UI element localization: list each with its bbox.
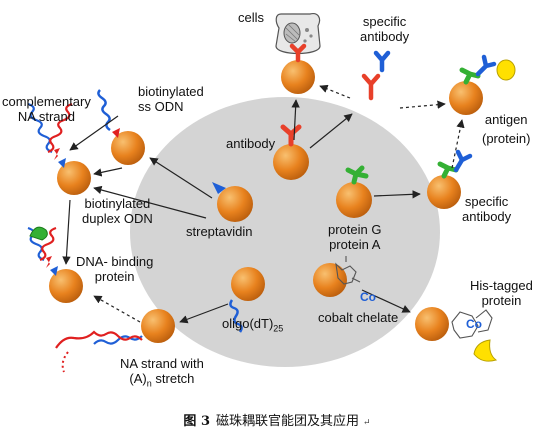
label-oligo-text: oligo(dT) (222, 316, 274, 331)
streptavidin-bead (212, 182, 253, 222)
label-na-strand-line1: NA strand with (120, 356, 204, 371)
label-antibody: antibody (226, 136, 276, 151)
his-tagged-bead (415, 307, 498, 362)
label-na-strand: NA strand with (A)n stretch (120, 356, 204, 392)
paragraph-mark: ↵ (363, 418, 371, 428)
cobalt-chelate-bead (313, 256, 361, 297)
label-complementary: complementary NA strand (2, 94, 91, 124)
figure-number: 图 3 (183, 414, 210, 429)
antigen-bead (449, 54, 516, 115)
label-biotinylated-duplex: biotinylated duplex ODN (82, 196, 153, 226)
specific-antibody-top-icon (361, 50, 391, 101)
label-specific-antibody-right-line1: specific (464, 194, 509, 209)
label-cells: cells (238, 10, 265, 25)
complementary-strand-bead (27, 102, 91, 195)
label-antigen-line1: antigen (484, 112, 528, 127)
label-his-tagged-line1: His-tagged (470, 278, 533, 293)
specific-antibody-right-bead (427, 149, 473, 209)
center-disc (130, 97, 440, 367)
label-specific-antibody-top: specific antibody (360, 14, 409, 44)
label-biotinylated-ss-line1: biotinylated (138, 84, 204, 99)
label-specific-antibody-right-line2: antibody (462, 209, 512, 224)
label-specific-antibody-top-line1: specific (362, 14, 407, 29)
label-biotinylated-ss: biotinylated ss ODN (138, 84, 204, 114)
label-protein-g: protein G (328, 222, 382, 237)
co-symbol-right: Co (466, 317, 482, 331)
label-protein-g-a: protein G protein A (328, 222, 381, 252)
figure-caption: 图 3 磁珠耦联官能团及其应用↵ (0, 410, 554, 429)
cells-bead (281, 43, 315, 94)
label-complementary-line2: NA strand (17, 109, 75, 124)
label-biotinylated-ss-line2: ss ODN (138, 99, 184, 114)
protein-g-bead (336, 165, 372, 218)
na-strand-bead (55, 309, 175, 373)
center-antibody-bead (273, 124, 309, 180)
label-dna-binding: DNA- binding protein (76, 254, 153, 284)
label-na-strand-stretch: stretch (151, 371, 195, 386)
label-dna-binding-line2: protein (94, 269, 135, 284)
label-na-strand-line2: (A)n stretch (120, 371, 204, 392)
label-streptavidin: streptavidin (186, 224, 253, 239)
dna-binding-bead (27, 226, 83, 303)
biotinylated-ss-odn-bead (97, 89, 145, 165)
label-oligo: oligo(dT)25 (222, 316, 283, 337)
label-na-strand-sub: n (146, 378, 152, 389)
label-dna-binding-line1: DNA- binding (76, 254, 154, 269)
label-protein-a: protein A (329, 237, 381, 252)
cell-icon (275, 13, 321, 55)
label-antigen-line2: (protein) (482, 131, 531, 146)
oligo-dt-bead (229, 267, 265, 333)
arrows (62, 84, 465, 324)
label-specific-antibody-right: specific antibody (462, 194, 511, 224)
label-na-strand-a: (A) (129, 371, 147, 386)
label-his-tagged-line2: protein (481, 293, 522, 308)
co-symbol-center: Co (360, 290, 376, 304)
label-specific-antibody-top-line2: antibody (360, 29, 410, 44)
label-biotinylated-duplex-line1: biotinylated (84, 196, 151, 211)
label-his-tagged: His-tagged protein (470, 278, 533, 308)
label-cobalt-chelate: cobalt chelate (318, 310, 399, 325)
label-complementary-line1: complementary (2, 94, 91, 109)
label-biotinylated-duplex-line2: duplex ODN (82, 211, 153, 226)
label-oligo-subscript: 25 (273, 323, 284, 334)
label-antigen: antigen (protein) (482, 112, 530, 146)
figure-caption-text: 磁珠耦联官能团及其应用 (216, 414, 360, 429)
